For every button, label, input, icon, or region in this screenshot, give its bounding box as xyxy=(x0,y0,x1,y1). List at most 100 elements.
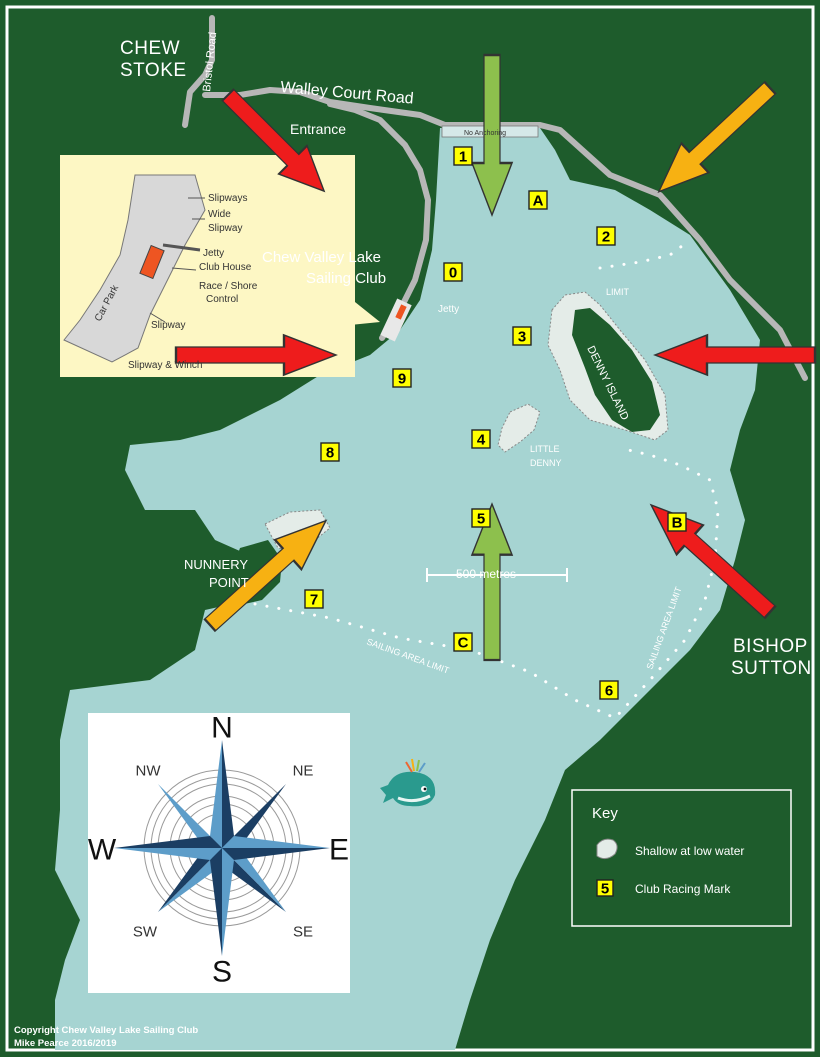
inset-site-plan xyxy=(63,174,206,363)
racing-mark-9: 9 xyxy=(392,368,412,388)
racing-mark-b: B xyxy=(667,512,687,532)
racing-mark-label: A xyxy=(533,193,544,210)
limit-label: LIMIT xyxy=(606,287,630,297)
place-bishop-sutton-2: SUTTON xyxy=(731,658,812,679)
racing-mark-box xyxy=(528,190,548,210)
racing-mark-box xyxy=(596,226,616,246)
racing-mark-box xyxy=(304,589,324,609)
racing-mark-5: 5 xyxy=(471,508,491,528)
arrow-red-e xyxy=(653,333,817,377)
arrow-orange-sw xyxy=(203,519,328,633)
club-house-marker xyxy=(395,304,407,320)
racing-mark-a: A xyxy=(528,190,548,210)
compass-sw: SW xyxy=(133,924,158,941)
racing-mark-box xyxy=(320,442,340,462)
racing-mark-box xyxy=(471,508,491,528)
compass-nw: NW xyxy=(136,763,162,780)
place-bishop-sutton-1: BISHOP xyxy=(733,636,808,657)
racing-mark-label: 0 xyxy=(449,265,457,282)
no-anchoring-label: No Anchoring xyxy=(464,130,506,137)
inset-race-control-1: Race / Shore xyxy=(199,281,258,292)
racing-mark-box xyxy=(471,429,491,449)
key-mark-icon xyxy=(596,879,614,897)
racing-mark-3: 3 xyxy=(512,326,532,346)
inset-slipway-winch: Slipway & Winch xyxy=(128,360,202,371)
arrow-red-nw xyxy=(221,88,326,193)
compass-w: W xyxy=(88,834,117,867)
racing-mark-label: 2 xyxy=(602,229,610,246)
sailing-area-limit-line xyxy=(253,238,720,720)
whale-icon xyxy=(380,758,436,807)
inset-race-control-2: Control xyxy=(206,294,238,305)
key-shallow-icon xyxy=(596,838,618,860)
inset-wide-1: Wide xyxy=(208,209,231,220)
compass-n: N xyxy=(211,712,233,745)
little-denny-label-1: LITTLE xyxy=(530,444,560,454)
racing-mark-4: 4 xyxy=(471,429,491,449)
racing-mark-box xyxy=(453,632,473,652)
copyright-line-1: Copyright Chew Valley Lake Sailing Club xyxy=(14,1025,198,1036)
club-jetty-label: Jetty xyxy=(438,304,459,315)
racing-mark-c: C xyxy=(453,632,473,652)
place-chew-stoke-1: CHEW xyxy=(120,38,180,59)
inset-wide-2: Slipway xyxy=(208,223,242,234)
racing-mark-6: 6 xyxy=(599,680,619,700)
inset-jetty: Jetty xyxy=(203,248,224,259)
racing-mark-label: 9 xyxy=(398,371,406,388)
little-denny-shallows xyxy=(497,403,541,453)
racing-mark-label: 1 xyxy=(459,149,467,166)
wind-arrows xyxy=(174,53,817,662)
racing-marks: 1A 2 0 3 9 4 8 5 B 7C 6 xyxy=(304,146,687,700)
inset-slipway: Slipway xyxy=(151,320,185,331)
club-name-1: Chew Valley Lake xyxy=(262,249,381,266)
arrow-red-w xyxy=(174,333,338,377)
key-box xyxy=(571,789,792,927)
racing-mark-box xyxy=(599,680,619,700)
racing-mark-box xyxy=(392,368,412,388)
denny-island xyxy=(572,308,660,432)
key-title: Key xyxy=(592,805,618,822)
racing-mark-2: 2 xyxy=(596,226,616,246)
arrow-orange-ne xyxy=(657,80,777,193)
inset-club-house xyxy=(139,244,165,280)
compass-rose: N S E W NW NE SW SE xyxy=(88,712,350,993)
inset-club-house: Club House xyxy=(199,262,252,273)
racing-mark-1: 1 xyxy=(453,146,473,166)
racing-mark-label: 6 xyxy=(605,683,613,700)
racing-mark-label: C xyxy=(458,635,469,652)
racing-mark-label: 3 xyxy=(518,329,526,346)
inset-slipways: Slipways xyxy=(208,193,247,204)
racing-mark-label: 7 xyxy=(310,592,318,609)
arrow-green-s xyxy=(470,502,514,662)
club-name-2: Sailing Club xyxy=(306,270,386,287)
racing-mark-7: 7 xyxy=(304,589,324,609)
racing-mark-label: 8 xyxy=(326,445,334,462)
key-shallow-label: Shallow at low water xyxy=(635,844,744,858)
little-denny-label-2: DENNY xyxy=(530,458,562,468)
place-nunnery-2: POINT xyxy=(209,575,249,590)
compass-ne: NE xyxy=(293,763,314,780)
compass-s: S xyxy=(212,956,232,989)
compass-e: E xyxy=(329,834,349,867)
racing-mark-8: 8 xyxy=(320,442,340,462)
racing-mark-box xyxy=(512,326,532,346)
road-entrance: Entrance xyxy=(290,121,346,137)
racing-mark-box xyxy=(453,146,473,166)
map-key xyxy=(571,789,792,927)
racing-mark-label: B xyxy=(672,515,683,532)
place-nunnery-1: NUNNERY xyxy=(184,557,248,572)
racing-mark-label: 4 xyxy=(477,432,486,449)
scale-label: 500 metres xyxy=(456,567,516,581)
racing-mark-box xyxy=(667,512,687,532)
racing-mark-box xyxy=(443,262,463,282)
key-mark-sample: 5 xyxy=(601,881,609,898)
racing-mark-label: 5 xyxy=(477,511,485,528)
key-mark-label: Club Racing Mark xyxy=(635,882,731,896)
compass-se: SE xyxy=(293,924,313,941)
inset-jetty xyxy=(162,243,201,252)
place-chew-stoke-2: STOKE xyxy=(120,60,187,81)
arrow-green-n xyxy=(470,53,514,217)
copyright-line-2: Mike Pearce 2016/2019 xyxy=(14,1038,116,1049)
club-inset xyxy=(60,155,380,377)
